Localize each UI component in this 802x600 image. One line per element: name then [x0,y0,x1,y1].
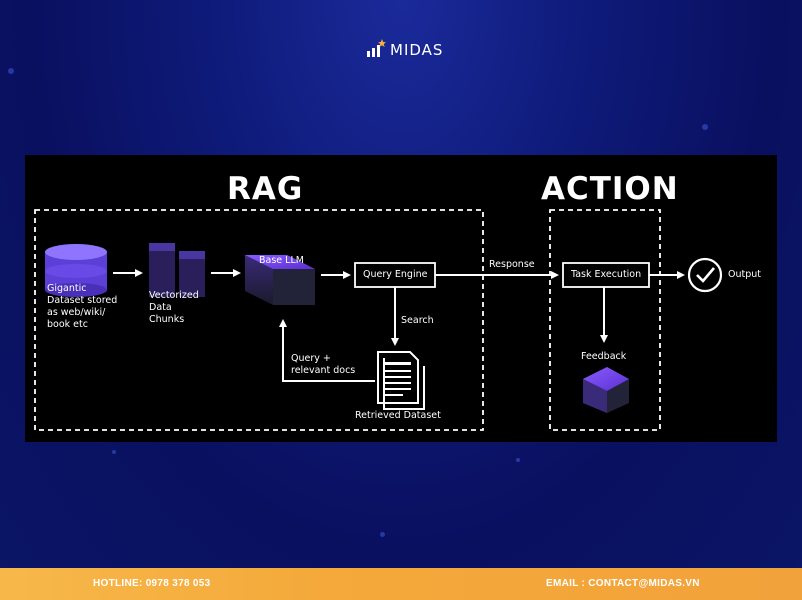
vector-chunks-label: Vectorized Data Chunks [149,290,199,326]
midas-logo: MIDAS [366,38,443,58]
dataset-label-line: as web/wiki/ [47,307,106,318]
document-icon [377,351,425,410]
feedback-label: Feedback [581,351,627,362]
output-check-icon [687,257,723,293]
background-dot [380,532,385,537]
dataset-label: Gigantic Dataset stored as web/wiki/ boo… [47,283,117,331]
diagram-graphics [34,209,723,431]
retrieved-dataset-label: Retrieved Dataset [355,410,441,421]
email-text: EMAIL : CONTACT@MIDAS.VN [546,578,700,589]
background-dot [516,458,520,462]
dataset-label-line: book etc [47,319,88,330]
arrow-query-relevant-docs [279,319,375,382]
rag-group-border [34,209,484,431]
search-label: Search [401,315,434,326]
diagram-panel: RAG ACTION Gigantic Dataset stored as we… [25,155,777,442]
vector-label-line: Data [149,302,172,313]
output-label: Output [728,269,761,280]
dataset-label-line: Dataset stored [47,295,118,306]
vector-chunks-icon [149,243,205,297]
response-label: Response [489,259,535,270]
vector-label-line: Vectorized [149,290,199,301]
action-group-border [549,209,661,431]
action-title: ACTION [541,171,679,207]
footer-bar: HOTLINE: 0978 378 053 EMAIL : CONTACT@MI… [0,568,802,600]
database-icon [45,244,107,297]
dataset-label-line: Gigantic [47,283,87,294]
hotline-text: HOTLINE: 0978 378 053 [93,578,211,589]
logo-text: MIDAS [390,41,444,59]
vector-label-line: Chunks [149,314,185,325]
feedback-cube-icon [583,367,629,413]
task-execution-label: Task Execution [571,269,642,280]
rag-title: RAG [227,171,304,207]
query-relevant-line: relevant docs [291,365,356,376]
background-dot [702,124,708,130]
query-engine-label: Query Engine [363,269,428,280]
background-dot [8,68,14,74]
base-llm-label: Base LLM [259,255,304,266]
background-dot [112,450,116,454]
llm-cube-icon [245,255,315,305]
query-relevant-docs-label: Query + relevant docs [291,353,355,377]
query-relevant-line: Query + [291,353,331,364]
bar-chart-star-icon [367,39,386,57]
